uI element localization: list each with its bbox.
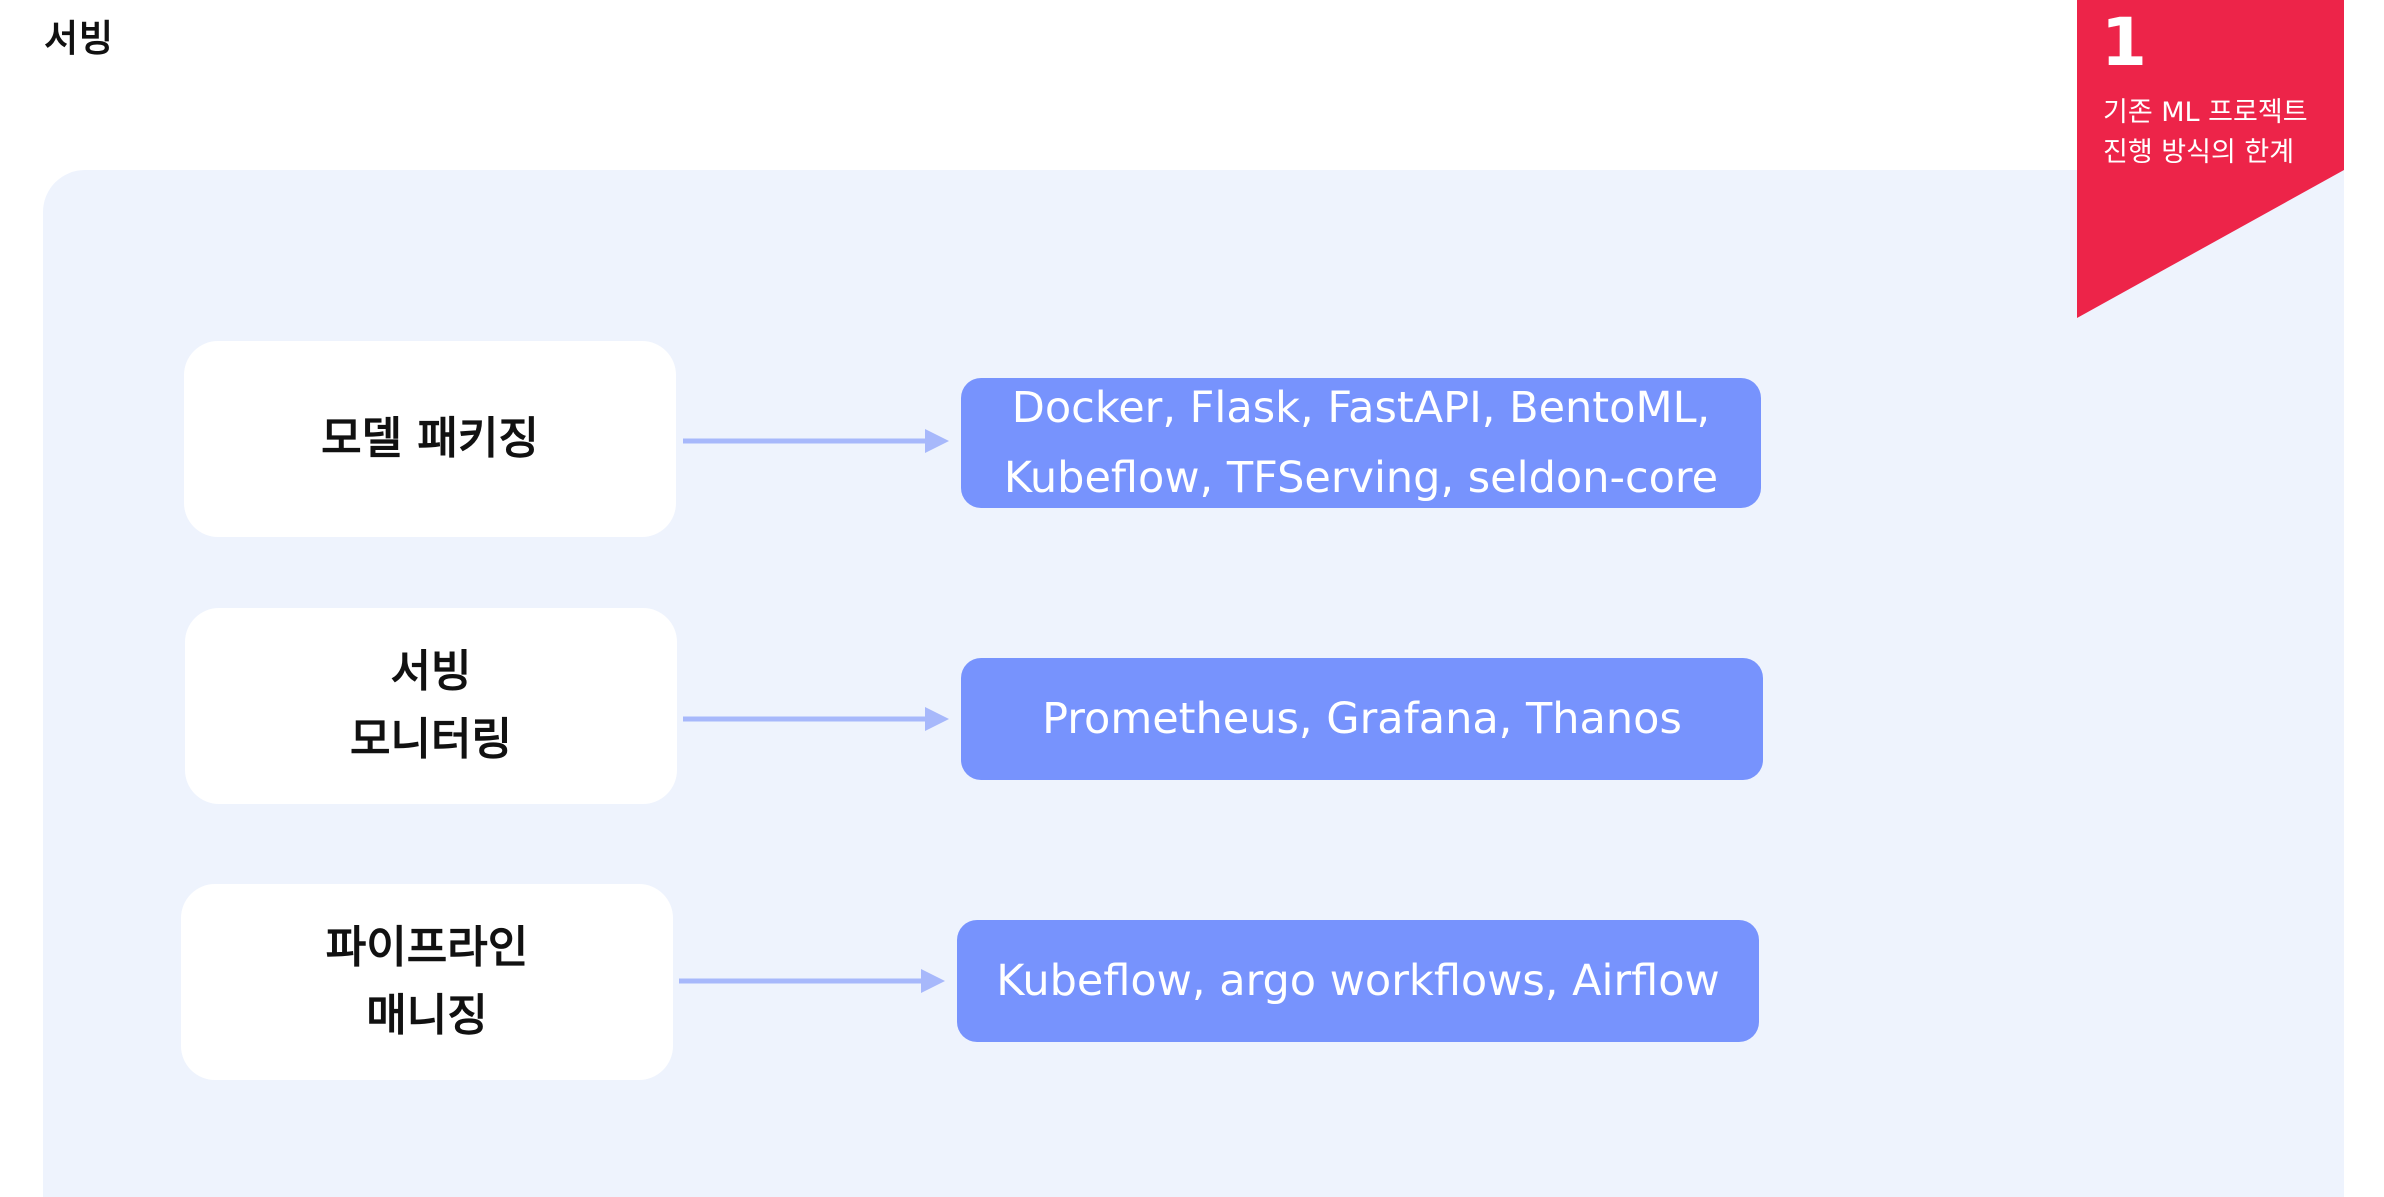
- badge-shape: [2077, 0, 2344, 318]
- badge-caption-line1: 기존 ML 프로젝트: [2103, 97, 2308, 128]
- arrow-icon: [679, 969, 945, 993]
- arrow-icon: [683, 429, 949, 453]
- category-card-serving-monitoring: 서빙 모니터링: [185, 608, 677, 804]
- page-title: 서빙: [44, 17, 115, 60]
- tools-box-serving-monitoring: Prometheus, Grafana, Thanos: [961, 658, 1763, 780]
- tools-box-pipeline-managing: Kubeflow, argo workflows, Airflow: [957, 920, 1759, 1042]
- section-badge: 1 기존 ML 프로젝트 진행 방식의 한계: [2077, 0, 2344, 320]
- category-card-model-packaging: 모델 패키징: [184, 341, 676, 537]
- badge-number: 1: [2101, 4, 2147, 81]
- tools-box-model-packaging: Docker, Flask, FastAPI, BentoML, Kubeflo…: [961, 378, 1761, 508]
- badge-caption-line2: 진행 방식의 한계: [2103, 137, 2295, 168]
- category-card-pipeline-managing: 파이프라인 매니징: [181, 884, 673, 1080]
- arrow-icon: [683, 707, 949, 731]
